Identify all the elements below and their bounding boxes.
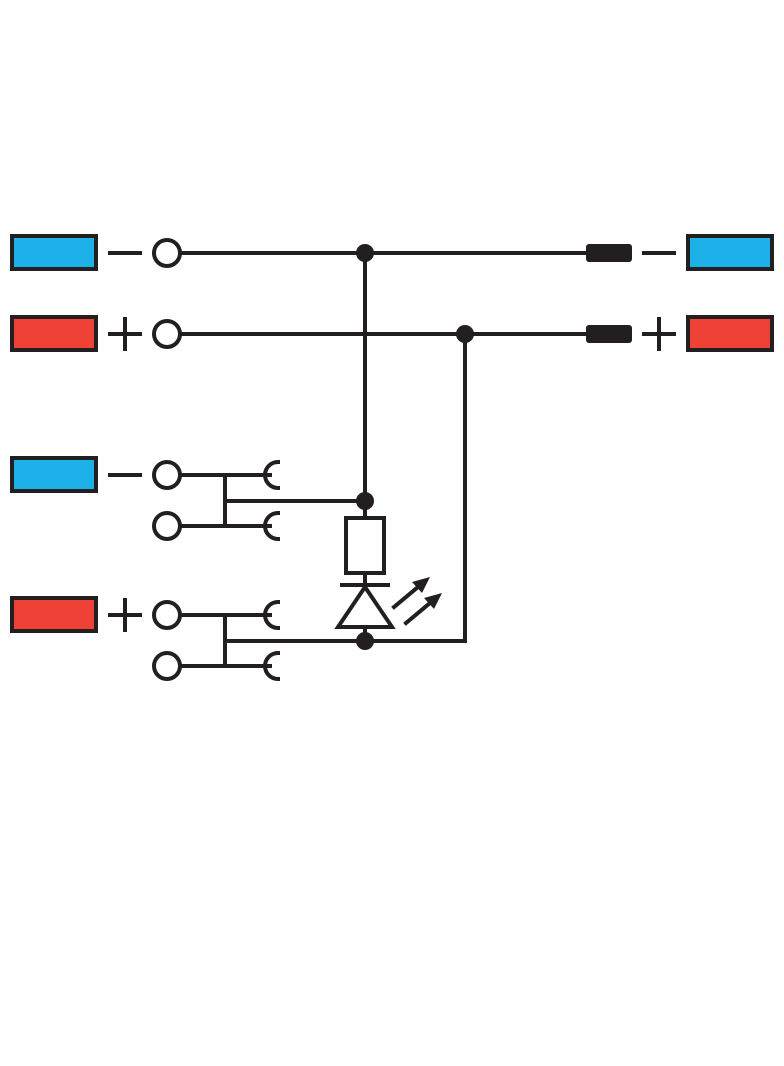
- terminal-point-icon: [152, 511, 182, 541]
- resistor-icon: [344, 516, 386, 575]
- plus-sign-icon: [108, 598, 142, 632]
- terminal-point-icon: [152, 600, 182, 630]
- right-positive-color-block: [686, 315, 774, 352]
- junction-node: [356, 244, 374, 262]
- plug-connector-icon: [586, 244, 632, 262]
- left-positive-color-block: [10, 315, 98, 352]
- led-icon: [334, 577, 442, 643]
- aux-negative-connector: [180, 459, 367, 542]
- terminal-point-icon: [152, 460, 182, 490]
- terminal-point-icon: [152, 651, 182, 681]
- right-negative-color-block: [686, 234, 774, 271]
- junction-node: [456, 325, 474, 343]
- terminal-point-icon: [152, 238, 182, 268]
- junction-node: [356, 492, 374, 510]
- left-aux-positive-color-block: [10, 596, 98, 633]
- plus-sign-icon: [108, 317, 142, 351]
- junction-node: [356, 632, 374, 650]
- left-negative-color-block: [10, 234, 98, 271]
- light-emission-arrows-icon: [391, 577, 442, 626]
- plug-connector-icon: [586, 325, 632, 343]
- left-aux-negative-color-block: [10, 456, 98, 493]
- terminal-point-icon: [152, 319, 182, 349]
- aux-positive-connector: [180, 599, 281, 682]
- plus-sign-icon: [642, 317, 676, 351]
